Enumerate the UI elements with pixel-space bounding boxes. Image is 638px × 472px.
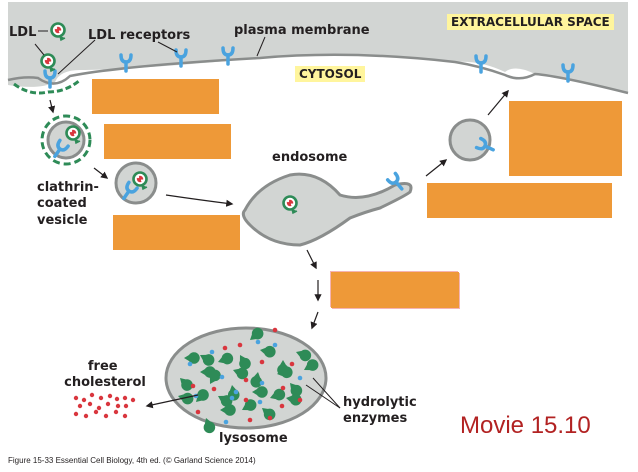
lysosome-particle-dot [229,395,235,401]
cholesterol-dot [190,383,196,389]
cholesterol-dot [211,386,217,392]
cytosol-label: CYTOSOL [295,66,366,82]
answer-box-2[interactable] [104,124,231,159]
free-cholesterol-dot [93,409,99,415]
free-cholesterol-dot [77,403,83,409]
cholesterol-dot [280,385,286,391]
cholesterol-dot [272,327,278,333]
free-cholesterol-dot [105,401,111,407]
free-cholesterol-dot [83,413,89,419]
lysosome-contents [175,325,321,435]
lysosome-particle-dot [259,380,265,386]
plasma-membrane-label: plasma membrane [234,23,370,38]
free-cholesterol-dot [122,413,128,419]
answer-box-4[interactable] [509,101,622,176]
cholesterol-dot [259,359,265,365]
clathrin-coat-pit [13,78,81,95]
free-cholesterol-dot [73,395,79,401]
lysosome-particle-dot [272,342,278,348]
cholesterol-dot [297,397,303,403]
answer-box-6[interactable] [331,272,459,308]
ldl-receptors-label: LDL receptors [88,28,190,43]
lysosome-particle-dot [233,389,239,395]
free-cholesterol-dot [114,396,120,402]
hydrolytic-enzymes-label: hydrolytic enzymes [343,395,421,426]
free-cholesterol-dot [87,401,93,407]
lysosome-label: lysosome [219,431,288,446]
free-cholesterol-dot [81,397,87,403]
free-cholesterol-dot [103,413,109,419]
free-cholesterol-dots [73,392,136,419]
clathrin-coated-vesicle-label: clathrin- coated vesicle [37,180,103,228]
free-cholesterol-label: free cholesterol [64,359,146,390]
cholesterol-dot [289,361,295,367]
free-cholesterol-dot [107,393,113,399]
extracellular-space-label: EXTRACELLULAR SPACE [447,14,614,30]
cholesterol-dot [267,415,273,421]
lysosome-particle-dot [257,399,263,405]
free-cholesterol-dot [113,409,119,415]
recycling-vesicle [448,118,498,162]
endosome [241,172,413,247]
cholesterol-dot [237,342,243,348]
cholesterol-dot [243,377,249,383]
figure-caption: Figure 15-33 Essential Cell Biology, 4th… [8,456,256,465]
free-cholesterol-dot [96,405,102,411]
cholesterol-dot [279,403,285,409]
lysosome-particle-dot [187,361,193,367]
cholesterol-dot [195,409,201,415]
free-cholesterol-dot [130,397,136,403]
lysosome-particle-dot [297,375,303,381]
answer-box-3[interactable] [113,215,240,250]
answer-box-1[interactable] [92,79,219,114]
movie-link[interactable]: Movie 15.10 [460,412,591,439]
answer-box-5[interactable] [427,183,612,218]
free-cholesterol-dot [89,392,95,398]
cholesterol-dot [247,417,253,423]
free-cholesterol-dot [115,403,121,409]
free-cholesterol-dot [123,403,129,409]
clathrin-coated-vesicle [40,114,92,166]
uncoated-vesicle [114,161,158,205]
cholesterol-dot [243,397,249,403]
lysosome-particle-dot [209,349,215,355]
ldl-label: LDL [9,25,36,40]
lysosome-particle-dot [219,374,225,380]
free-cholesterol-dot [73,411,79,417]
free-cholesterol-dot [122,395,128,401]
cholesterol-dot [222,345,228,351]
endosome-label: endosome [272,150,348,165]
free-cholesterol-dot [98,395,104,401]
lysosome-particle-dot [255,339,261,345]
lysosome-particle-dot [223,419,229,425]
